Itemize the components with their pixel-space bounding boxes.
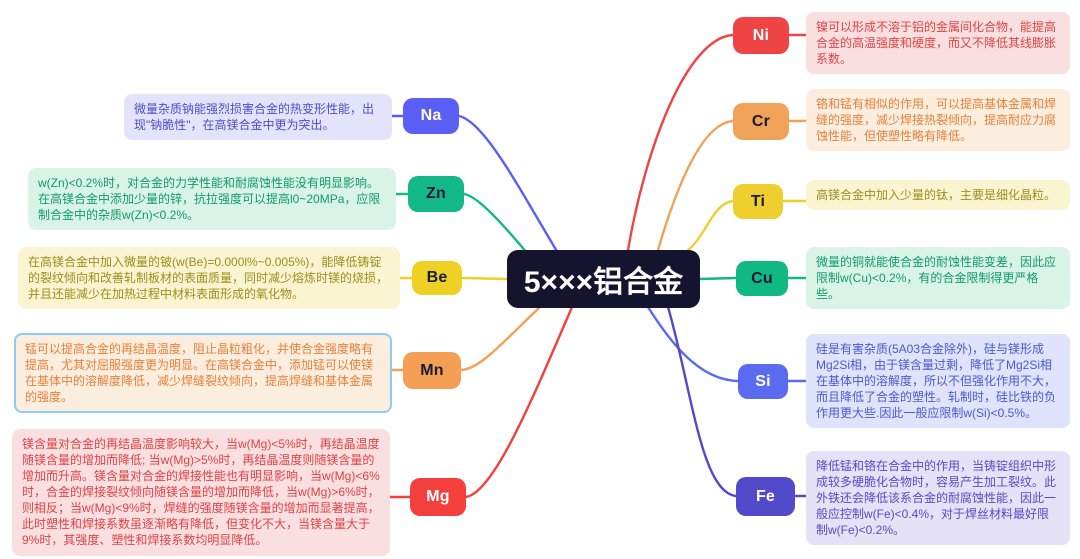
branch-node-mn[interactable]: Mn xyxy=(403,352,461,389)
branch-note-be[interactable]: 在高镁合金中加入微量的铍(w(Be)=0.000l%~0.005%)，能降低铸锭… xyxy=(18,247,400,310)
branch-note-mg[interactable]: 镁含量对合金的再结晶温度影响较大，当w(Mg)<5%时，再结晶温度随镁含量的增加… xyxy=(12,429,390,556)
edge-cr xyxy=(656,119,808,252)
edge-si xyxy=(646,305,808,383)
branch-node-cr[interactable]: Cr xyxy=(733,103,789,140)
central-topic[interactable]: 5×××铝合金 xyxy=(507,250,700,308)
edge-ti xyxy=(686,199,808,252)
branch-node-si[interactable]: Si xyxy=(738,364,788,399)
branch-node-fe[interactable]: Fe xyxy=(736,477,795,516)
branch-node-na[interactable]: Na xyxy=(403,98,459,134)
branch-note-na[interactable]: 微量杂质钠能强烈损害合金的热变形性能，出现"钠脆性"，在高镁合金中更为突出。 xyxy=(124,94,392,141)
edge-mn xyxy=(390,305,542,372)
edge-fe xyxy=(666,305,808,498)
edge-zn xyxy=(394,192,529,255)
branch-note-mn[interactable]: 锰可以提高合金的再结晶温度，阻止晶粒粗化，并使合金强度略有提高，尤其对屈服强度更… xyxy=(14,333,392,414)
branch-node-ti[interactable]: Ti xyxy=(733,184,783,219)
branch-note-ti[interactable]: 高镁合金中加入少量的钛，主要是细化晶粒。 xyxy=(806,180,1070,211)
branch-node-cu[interactable]: Cu xyxy=(736,261,788,296)
edge-na xyxy=(390,114,560,255)
branch-node-ni[interactable]: Ni xyxy=(733,17,789,54)
branch-note-si[interactable]: 硅是有害杂质(5A03合金除外)，硅与镁形成Mg2Si相，由于镁含量过剩，降低了… xyxy=(806,334,1070,429)
edge-mg xyxy=(388,305,574,499)
branch-note-ni[interactable]: 镍可以形成不溶于铝的金属间化合物，能提高合金的高温强度和硬度，而又不降低其线膨胀… xyxy=(806,12,1070,75)
branch-note-zn[interactable]: w(Zn)<0.2%时，对合金的力学性能和耐腐蚀性能没有明显影响。在高镁合金中添… xyxy=(28,168,396,231)
edge-ni xyxy=(626,33,808,252)
edge-be xyxy=(398,276,509,281)
branch-note-cr[interactable]: 铬和锰有相似的作用，可以提高基体金属和焊缝的强度，减少焊接热裂倾向，提高耐应力腐… xyxy=(806,89,1070,152)
branch-note-fe[interactable]: 降低锰和铬在合金中的作用，当铸锭组织中形成较多硬脆化合物时，容易产生加工裂纹。此… xyxy=(806,451,1070,546)
branch-note-cu[interactable]: 微量的铜就能使合金的耐蚀性能变差，因此应限制w(Cu)<0.2%，有的合金限制得… xyxy=(806,247,1070,310)
edge-cu xyxy=(698,276,808,281)
branch-node-mg[interactable]: Mg xyxy=(410,478,466,516)
branch-node-be[interactable]: Be xyxy=(412,261,462,295)
branch-node-zn[interactable]: Zn xyxy=(408,176,464,212)
